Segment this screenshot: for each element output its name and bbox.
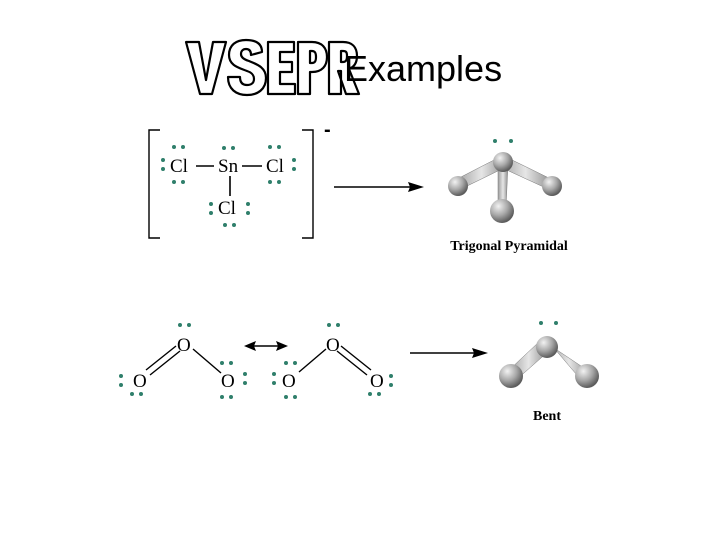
ion-charge: -	[324, 119, 331, 141]
trigonal-pyramidal-model	[448, 139, 562, 223]
resonance-arrow	[244, 341, 288, 351]
central-sphere	[536, 336, 558, 358]
o-atom-right-label: O	[370, 371, 384, 392]
shape-label-trigonal-pyramidal: Trigonal Pyramidal	[450, 239, 568, 254]
ligand-sphere-left	[448, 176, 468, 196]
o-atom-left-label: O	[282, 371, 296, 392]
sncl3-lewis-structure: - Sn Cl Cl Cl	[148, 119, 331, 239]
o-atom-top-label: O	[326, 335, 340, 356]
arrow-to-bent	[410, 348, 488, 358]
title-text: Examples	[344, 48, 502, 89]
slide-title: Examples	[184, 38, 502, 97]
sn-atom-label: Sn	[218, 156, 239, 177]
lone-pair-dots-model	[539, 321, 558, 325]
ligand-sphere-left	[499, 364, 523, 388]
lone-pair-dots	[161, 145, 296, 227]
o-atom-left-label: O	[133, 371, 147, 392]
bent-model	[499, 321, 599, 388]
lone-pair-dots-model	[493, 139, 513, 143]
right-bracket	[302, 129, 314, 239]
arrow-to-pyramidal	[334, 182, 424, 192]
ligand-sphere-right	[575, 364, 599, 388]
central-sphere	[493, 152, 513, 172]
vsepr-logo	[184, 38, 361, 97]
cl-atom-right-label: Cl	[266, 156, 284, 177]
shape-label-bent: Bent	[533, 409, 561, 424]
ozone-resonance-structure-1: O O O	[119, 323, 247, 399]
o-atom-right-label: O	[221, 371, 235, 392]
lone-pair-dots	[272, 323, 393, 399]
ligand-sphere-bottom	[490, 199, 514, 223]
o-atom-top-label: O	[177, 335, 191, 356]
ligand-sphere-right	[542, 176, 562, 196]
left-bracket	[148, 129, 160, 239]
cl-atom-left-label: Cl	[170, 156, 188, 177]
ozone-resonance-structure-2: O O O	[272, 323, 393, 399]
cl-atom-bottom-label: Cl	[218, 198, 236, 219]
lone-pair-dots	[119, 323, 247, 399]
